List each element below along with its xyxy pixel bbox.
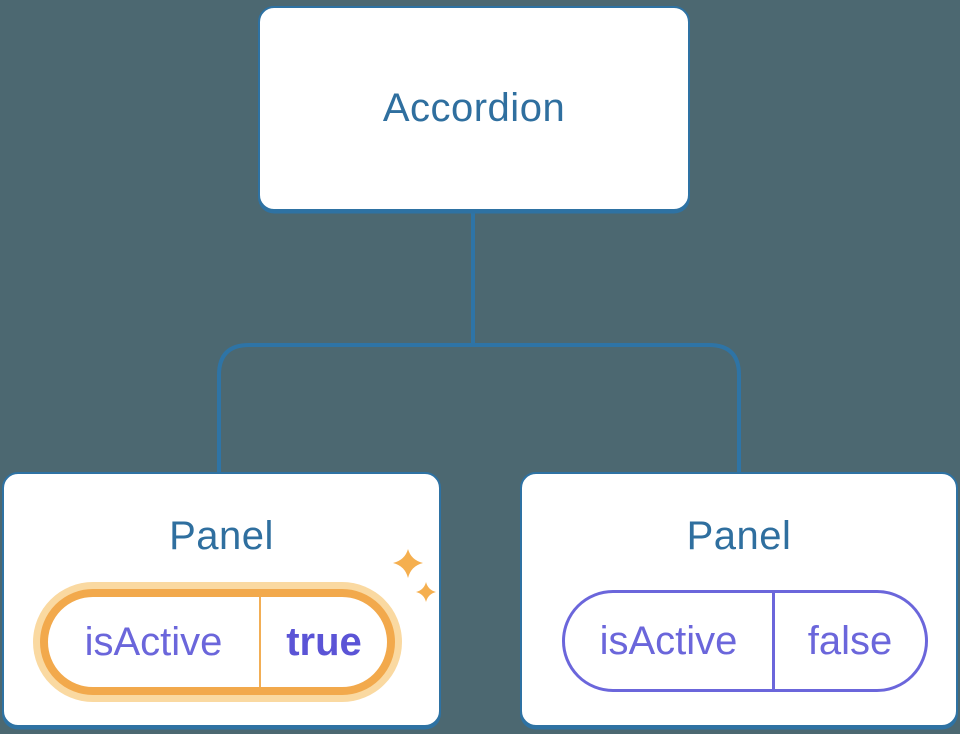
state-name-label: isActive	[84, 619, 223, 664]
panel-node-label: Panel	[686, 514, 792, 558]
accordion-node: Accordion	[258, 6, 690, 211]
accordion-node-label: Accordion	[382, 86, 566, 130]
state-value-label: true	[286, 619, 362, 664]
pill-divider	[772, 593, 775, 689]
state-pill-active: isActive true	[40, 589, 395, 695]
sparkles-icon	[393, 549, 436, 602]
panel-node-inactive: Panel isActive false	[520, 472, 958, 727]
state-pill-inactive: isActive false	[562, 590, 928, 692]
state-name-label: isActive	[599, 618, 738, 663]
branch-line	[217, 343, 741, 473]
panel-node-label: Panel	[169, 514, 274, 558]
state-value-label: false	[807, 618, 893, 663]
pill-divider	[259, 597, 261, 687]
panel-node-active: Panel isActive true	[2, 472, 441, 727]
